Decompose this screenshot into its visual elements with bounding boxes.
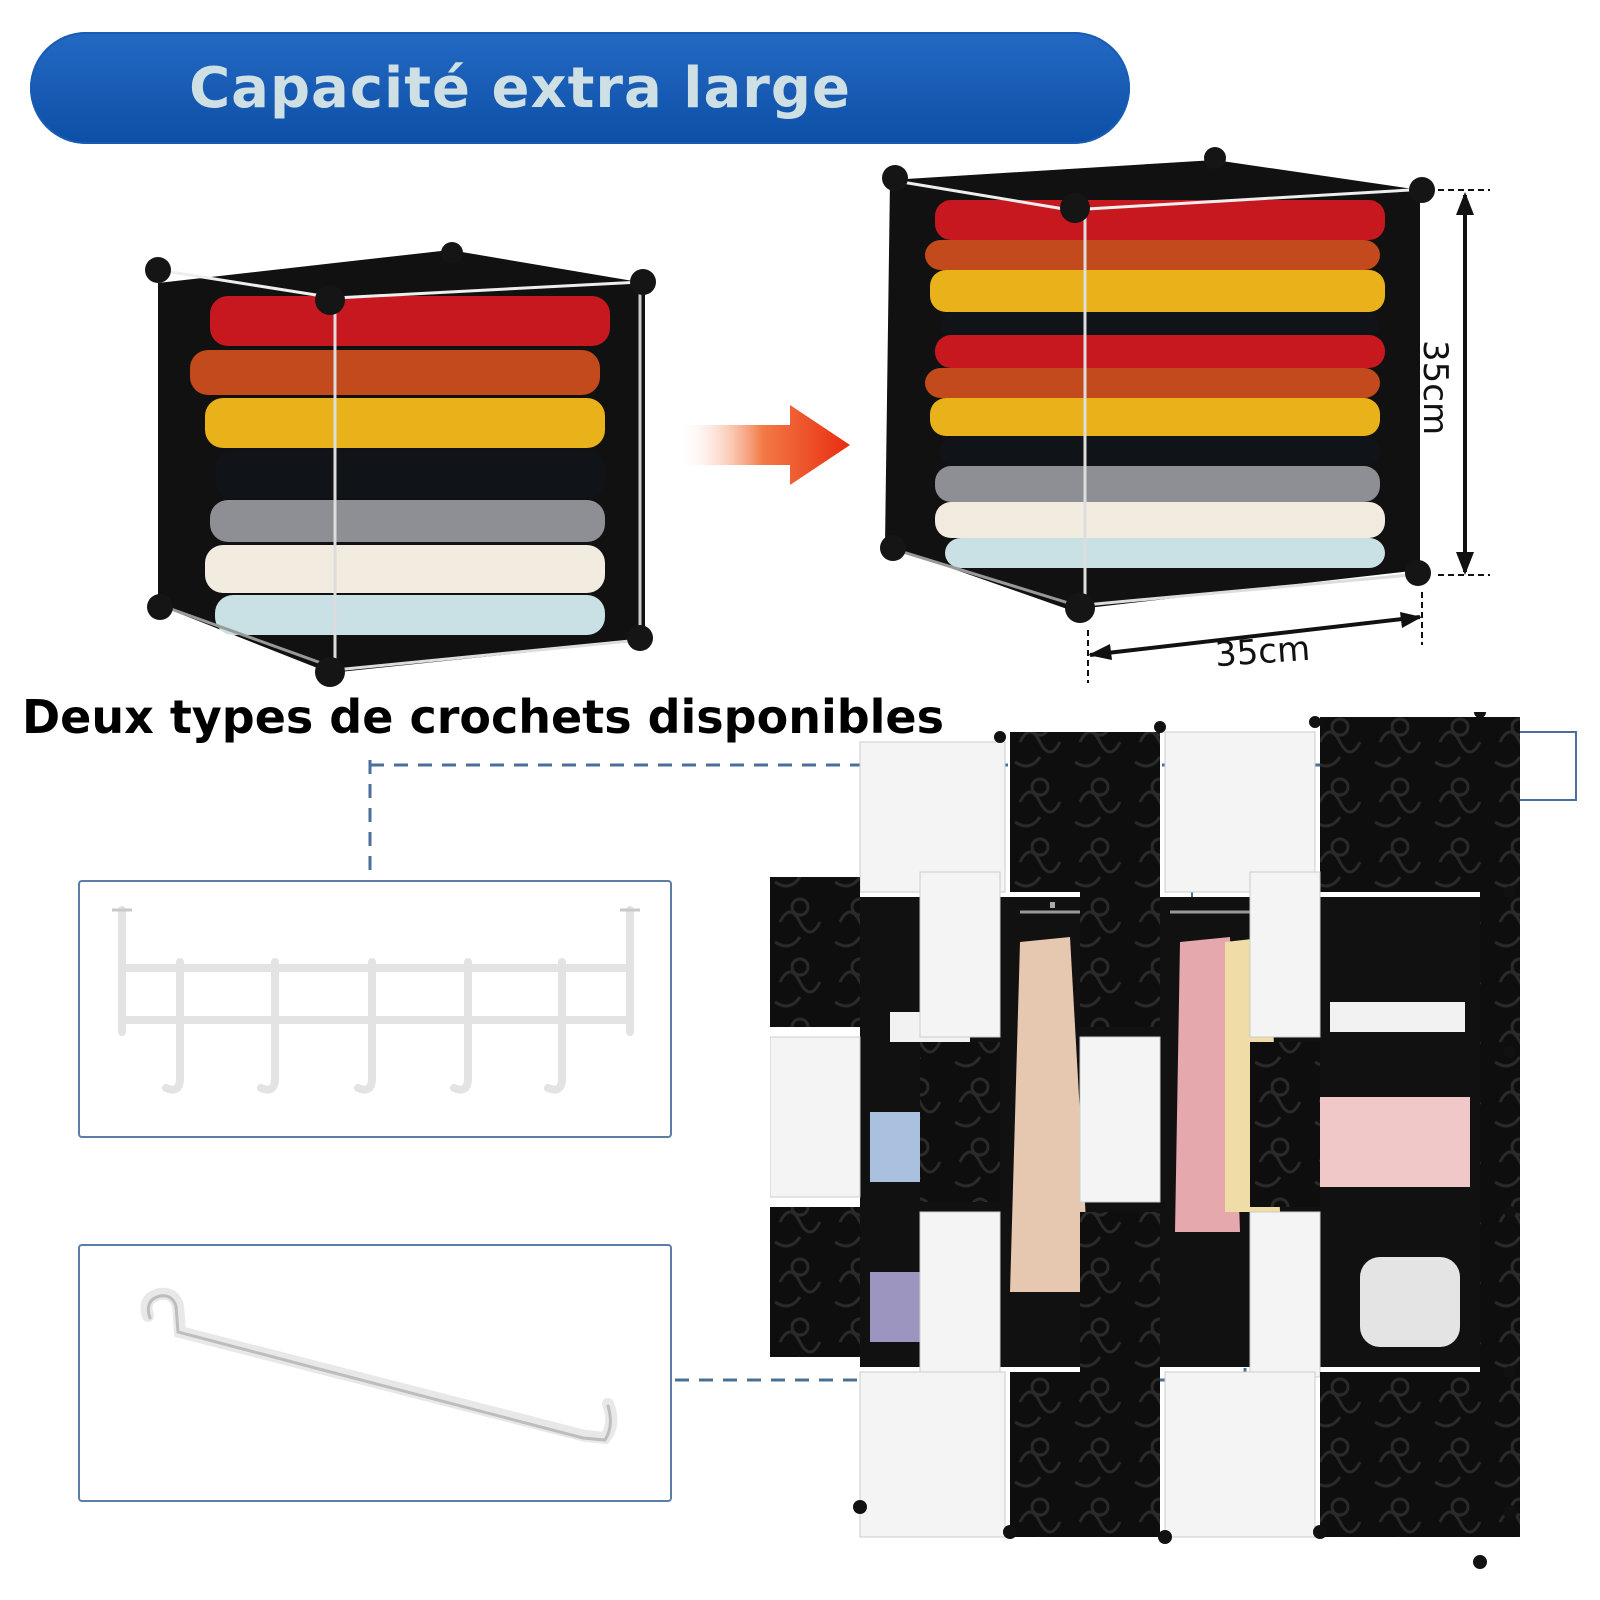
multi-hook-rack-icon [112, 906, 640, 1094]
hanging-rod-panel [78, 1244, 672, 1502]
title-banner: Capacité extra large [30, 32, 1130, 144]
wardrobe-illustration [770, 712, 1520, 1569]
hanging-rod-icon [140, 1287, 618, 1445]
hooks-section-title: Deux types de crochets disponibles [22, 690, 944, 744]
banner-title: Capacité extra large [189, 55, 851, 121]
multi-hook-rack-panel [78, 880, 672, 1138]
